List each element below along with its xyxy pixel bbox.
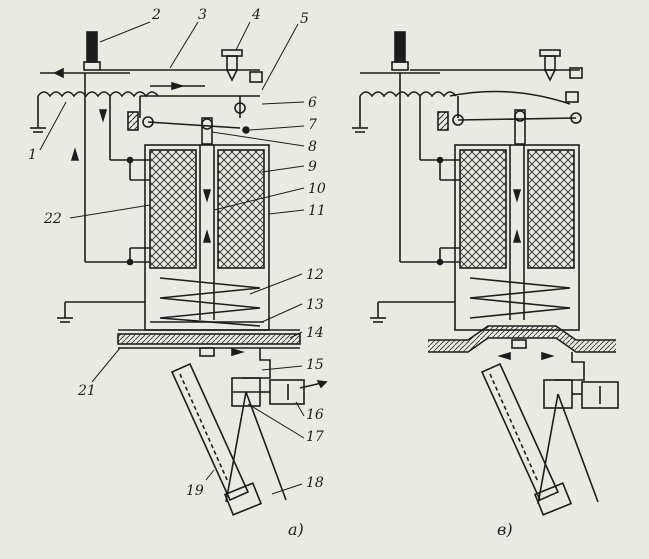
tube-nut — [533, 482, 573, 516]
arrow-icon — [202, 229, 212, 243]
part-label-8: 8 — [308, 139, 317, 155]
part-label-13: 13 — [306, 297, 324, 313]
arrow-icon — [98, 109, 108, 123]
capillary — [245, 391, 287, 501]
nozzle-block — [581, 381, 619, 409]
capillary — [537, 393, 559, 505]
arrow-icon — [512, 189, 522, 203]
part-label-1: 1 — [28, 147, 37, 163]
terminal-base — [391, 61, 409, 71]
caption-b: в) — [497, 520, 513, 539]
screw-head — [539, 49, 561, 57]
pivot — [234, 102, 246, 114]
arrow-icon — [541, 351, 555, 361]
heater-coil — [37, 91, 159, 98]
fixed-support — [437, 111, 449, 131]
part-label-19: 19 — [186, 483, 204, 499]
terminal-post — [394, 31, 406, 63]
arrow-icon — [70, 147, 80, 161]
capillary — [225, 391, 247, 503]
part-label-4: 4 — [252, 7, 261, 23]
coil-right — [527, 149, 575, 269]
caption-a: а) — [288, 520, 304, 539]
diaphragm-fill — [428, 326, 616, 352]
contact — [569, 67, 583, 79]
heater-coil — [359, 91, 457, 98]
part-label-9: 9 — [308, 159, 317, 175]
armature-top — [514, 109, 526, 145]
pivot — [201, 118, 213, 130]
screw-tip — [544, 69, 556, 82]
part-label-22: 22 — [44, 211, 62, 227]
diaphragm — [117, 333, 301, 345]
valve-seat — [511, 339, 527, 349]
screw-body — [226, 55, 238, 71]
arrow-icon — [512, 229, 522, 243]
tube-nut — [223, 482, 263, 516]
pivot — [514, 110, 526, 122]
diagram-b — [352, 31, 619, 516]
part-label-7: 7 — [308, 117, 317, 133]
part-label-11: 11 — [308, 203, 326, 219]
thermocouple-core — [489, 373, 539, 483]
part-label-17: 17 — [306, 429, 324, 445]
terminal-base — [83, 61, 101, 71]
coil-left — [149, 149, 197, 269]
contact — [249, 71, 263, 83]
part-label-16: 16 — [306, 407, 324, 423]
capillary — [557, 393, 599, 503]
part-label-6: 6 — [308, 95, 317, 111]
screw-tip — [226, 69, 238, 82]
nozzle-block — [269, 379, 305, 405]
arrow-icon — [316, 380, 328, 389]
thermocouple-core — [179, 373, 229, 483]
coil-left — [459, 149, 507, 269]
spring — [159, 277, 261, 327]
fixed-support — [127, 111, 139, 131]
thermocouple-tube — [480, 362, 560, 502]
lever — [449, 90, 571, 105]
lever-7 — [147, 121, 241, 129]
screw-body — [544, 55, 556, 71]
channel — [554, 352, 585, 381]
terminal-post — [86, 31, 98, 63]
valve-seat — [199, 347, 215, 357]
part-label-18: 18 — [306, 475, 324, 491]
screw-head — [221, 49, 243, 57]
part-label-12: 12 — [306, 267, 324, 283]
arrow-icon — [231, 347, 245, 357]
part-label-21: 21 — [78, 383, 96, 399]
part-label-3: 3 — [198, 7, 207, 23]
channel — [242, 348, 271, 379]
leader-lines — [39, 21, 305, 495]
part-label-2: 2 — [152, 7, 161, 23]
arrow-icon — [497, 351, 511, 361]
thermocouple-tube — [170, 362, 250, 502]
part-label-5: 5 — [300, 11, 309, 27]
diagram-a — [30, 31, 328, 516]
part-label-14: 14 — [306, 325, 324, 341]
spring — [469, 277, 571, 319]
pivot — [242, 126, 250, 134]
part-label-15: 15 — [306, 357, 324, 373]
arrow-icon — [202, 189, 212, 203]
part-label-10: 10 — [308, 181, 326, 197]
arrow-icon — [53, 67, 64, 79]
pivot — [570, 112, 582, 124]
contact — [565, 91, 579, 103]
coil-right — [217, 149, 265, 269]
armature-top — [201, 117, 213, 145]
